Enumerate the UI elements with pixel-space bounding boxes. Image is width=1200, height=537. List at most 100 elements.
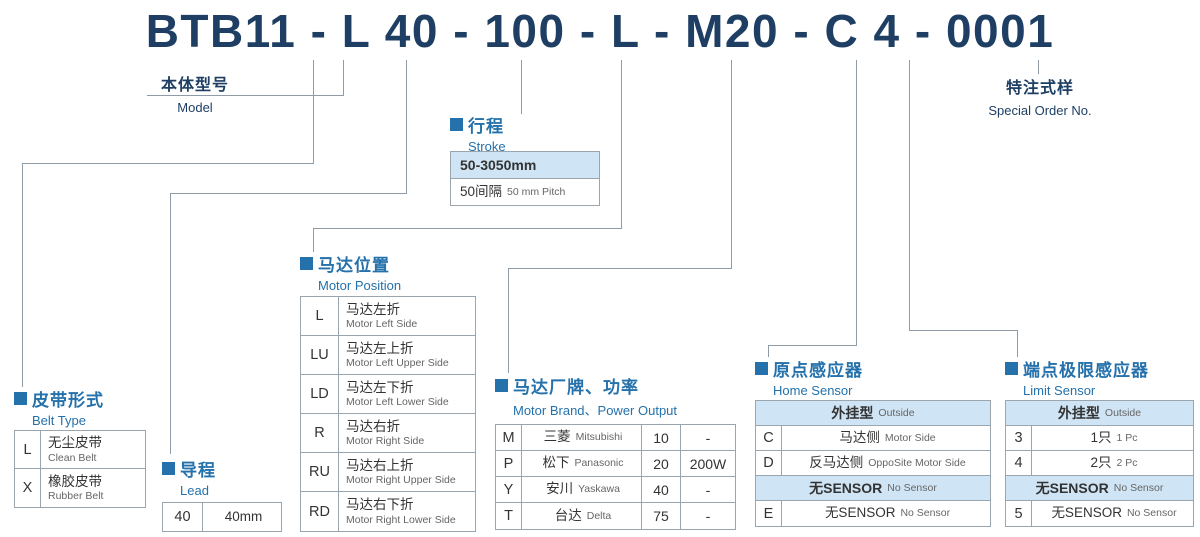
desc-cell: 1只 1 Pc bbox=[1032, 426, 1193, 450]
code-cell: L bbox=[15, 431, 41, 468]
model-code: BTB11 - L 40 - 100 - L - M20 - C 4 - 000… bbox=[145, 5, 1055, 57]
stroke-title-zh: 行程 bbox=[468, 117, 504, 136]
table-row: P 松下 Panasonic 20 200W bbox=[496, 451, 735, 477]
motor-position-title-zh-row: 马达位置 bbox=[300, 251, 401, 276]
table-row: L 马达左折 Motor Left Side bbox=[301, 297, 475, 336]
power-code-cell: 10 bbox=[642, 425, 681, 450]
lead-value: 40mm bbox=[224, 508, 263, 524]
code-cell: M bbox=[496, 425, 522, 450]
group-zh: 无SENSOR bbox=[809, 480, 883, 496]
belt-type-table: L 无尘皮带 Clean Belt X 橡胶皮带 Rubber Belt bbox=[14, 430, 146, 508]
desc-zh: 马达侧 bbox=[839, 429, 880, 445]
code-cell: P bbox=[496, 451, 522, 476]
desc-cell: 反马达侧 OppoSite Motor Side bbox=[782, 451, 990, 475]
brand-en: Delta bbox=[586, 509, 612, 522]
desc-zh: 马达右下折 bbox=[346, 497, 414, 513]
desc-en: Motor Left Lower Side bbox=[346, 396, 449, 409]
connector-line-motorpos-2 bbox=[313, 228, 622, 229]
stroke-table: 50-3050mm 50间隔 50 mm Pitch bbox=[450, 151, 600, 206]
desc-zh: 2只 bbox=[1090, 454, 1112, 470]
connector-line-limit-2 bbox=[909, 330, 1018, 331]
brand-zh: 三菱 bbox=[543, 429, 571, 445]
desc-zh: 反马达侧 bbox=[809, 454, 864, 470]
desc-zh: 马达右上折 bbox=[346, 457, 414, 473]
code-cell: RU bbox=[301, 453, 339, 491]
desc-en: Rubber Belt bbox=[48, 490, 104, 503]
code-cell: 3 bbox=[1006, 426, 1032, 450]
lead-title-en: Lead bbox=[180, 483, 209, 498]
connector-line-belt-2 bbox=[22, 163, 314, 164]
desc-cell: 无尘皮带 Clean Belt bbox=[41, 431, 145, 468]
desc-en: 2 Pc bbox=[1116, 456, 1138, 469]
connector-line-lead-2 bbox=[170, 193, 407, 194]
power-code-cell: 75 bbox=[642, 503, 681, 529]
desc-zh: 马达左上折 bbox=[346, 340, 414, 356]
bullet-square-icon bbox=[755, 362, 768, 375]
desc-cell: 无SENSOR No Sensor bbox=[782, 501, 990, 526]
table-row: RU 马达右上折 Motor Right Upper Side bbox=[301, 453, 475, 492]
brand-cell: 三菱 Mitsubishi bbox=[522, 425, 642, 450]
stroke-pitch-zh: 50间隔 bbox=[460, 183, 503, 199]
desc-cell: 40mm bbox=[203, 503, 281, 531]
code-cell: T bbox=[496, 503, 522, 529]
brand-en: Panasonic bbox=[574, 457, 624, 470]
table-row: 3 1只 1 Pc bbox=[1006, 426, 1193, 451]
desc-en: Motor Right Lower Side bbox=[346, 513, 456, 526]
bullet-square-icon bbox=[1005, 362, 1018, 375]
model-label-zh: 本体型号 bbox=[160, 77, 229, 94]
motor-brand-title-zh: 马达厂牌、功率 bbox=[513, 378, 639, 397]
group-zh: 外挂型 bbox=[831, 405, 874, 421]
desc-en: Motor Left Upper Side bbox=[346, 357, 449, 370]
bullet-square-icon bbox=[495, 379, 508, 392]
code-cell: X bbox=[15, 469, 41, 507]
brand-en: Yaskawa bbox=[578, 483, 620, 496]
desc-cell: 马达右折 Motor Right Side bbox=[339, 414, 475, 452]
group-header-row: 无SENSOR No Sensor bbox=[756, 476, 990, 501]
desc-zh: 马达左折 bbox=[346, 301, 400, 317]
table-row: T 台达 Delta 75 - bbox=[496, 503, 735, 529]
motor-brand-table: M 三菱 Mitsubishi 10 - P 松下 Panasonic 20 2… bbox=[495, 424, 736, 530]
lead-section-title: 导程 Lead bbox=[162, 456, 216, 498]
desc-zh: 马达右折 bbox=[346, 418, 400, 434]
code-cell: LU bbox=[301, 336, 339, 374]
desc-cell: 马达右上折 Motor Right Upper Side bbox=[339, 453, 475, 491]
home-sensor-title-zh-row: 原点感应器 bbox=[755, 356, 863, 381]
table-row: D 反马达侧 OppoSite Motor Side bbox=[756, 451, 990, 476]
limit-sensor-title-zh: 端点极限感应器 bbox=[1023, 361, 1149, 380]
connector-line-belt-1 bbox=[313, 60, 314, 163]
connector-line-belt-3 bbox=[22, 163, 23, 387]
desc-cell: 马达左下折 Motor Left Lower Side bbox=[339, 375, 475, 413]
code-cell: C bbox=[756, 426, 782, 450]
desc-cell: 无SENSOR No Sensor bbox=[1032, 501, 1193, 526]
desc-en: 1 Pc bbox=[1116, 431, 1138, 444]
desc-en: Motor Left Side bbox=[346, 318, 418, 331]
code-cell: RD bbox=[301, 492, 339, 531]
stroke-title-en: Stroke bbox=[468, 139, 506, 154]
connector-line-motorpos-3 bbox=[313, 228, 314, 252]
group-en: Outside bbox=[878, 406, 915, 419]
connector-line-model-riser bbox=[343, 60, 344, 96]
table-row: Y 安川 Yaskawa 40 - bbox=[496, 477, 735, 503]
stroke-range-cell: 50-3050mm bbox=[451, 152, 599, 178]
table-row: X 橡胶皮带 Rubber Belt bbox=[15, 469, 145, 507]
table-row: 5 无SENSOR No Sensor bbox=[1006, 501, 1193, 526]
brand-cell: 松下 Panasonic bbox=[522, 451, 642, 476]
home-sensor-section-title: 原点感应器 Home Sensor bbox=[755, 356, 863, 398]
home-sensor-table: 外挂型 Outside C 马达侧 Motor Side D 反马达侧 Oppo… bbox=[755, 400, 991, 527]
connector-line-limit-3 bbox=[1017, 330, 1018, 357]
motor-position-title-zh: 马达位置 bbox=[318, 256, 390, 275]
motor-position-section-title: 马达位置 Motor Position bbox=[300, 251, 401, 293]
belt-type-title-zh-row: 皮带形式 bbox=[14, 386, 104, 411]
bullet-square-icon bbox=[300, 257, 313, 270]
brand-cell: 台达 Delta bbox=[522, 503, 642, 529]
special-order-label-zh: 特注式样 bbox=[1005, 80, 1074, 97]
group-en: No Sensor bbox=[887, 481, 937, 494]
brand-cell: 安川 Yaskawa bbox=[522, 477, 642, 502]
code-cell: R bbox=[301, 414, 339, 452]
connector-line-brand-3 bbox=[508, 268, 509, 373]
desc-zh: 马达左下折 bbox=[346, 379, 414, 395]
connector-line-lead-1 bbox=[406, 60, 407, 193]
motor-brand-section-title: 马达厂牌、功率 Motor Brand、Power Output bbox=[495, 373, 677, 419]
motor-position-table: L 马达左折 Motor Left Side LU 马达左上折 Motor Le… bbox=[300, 296, 476, 532]
